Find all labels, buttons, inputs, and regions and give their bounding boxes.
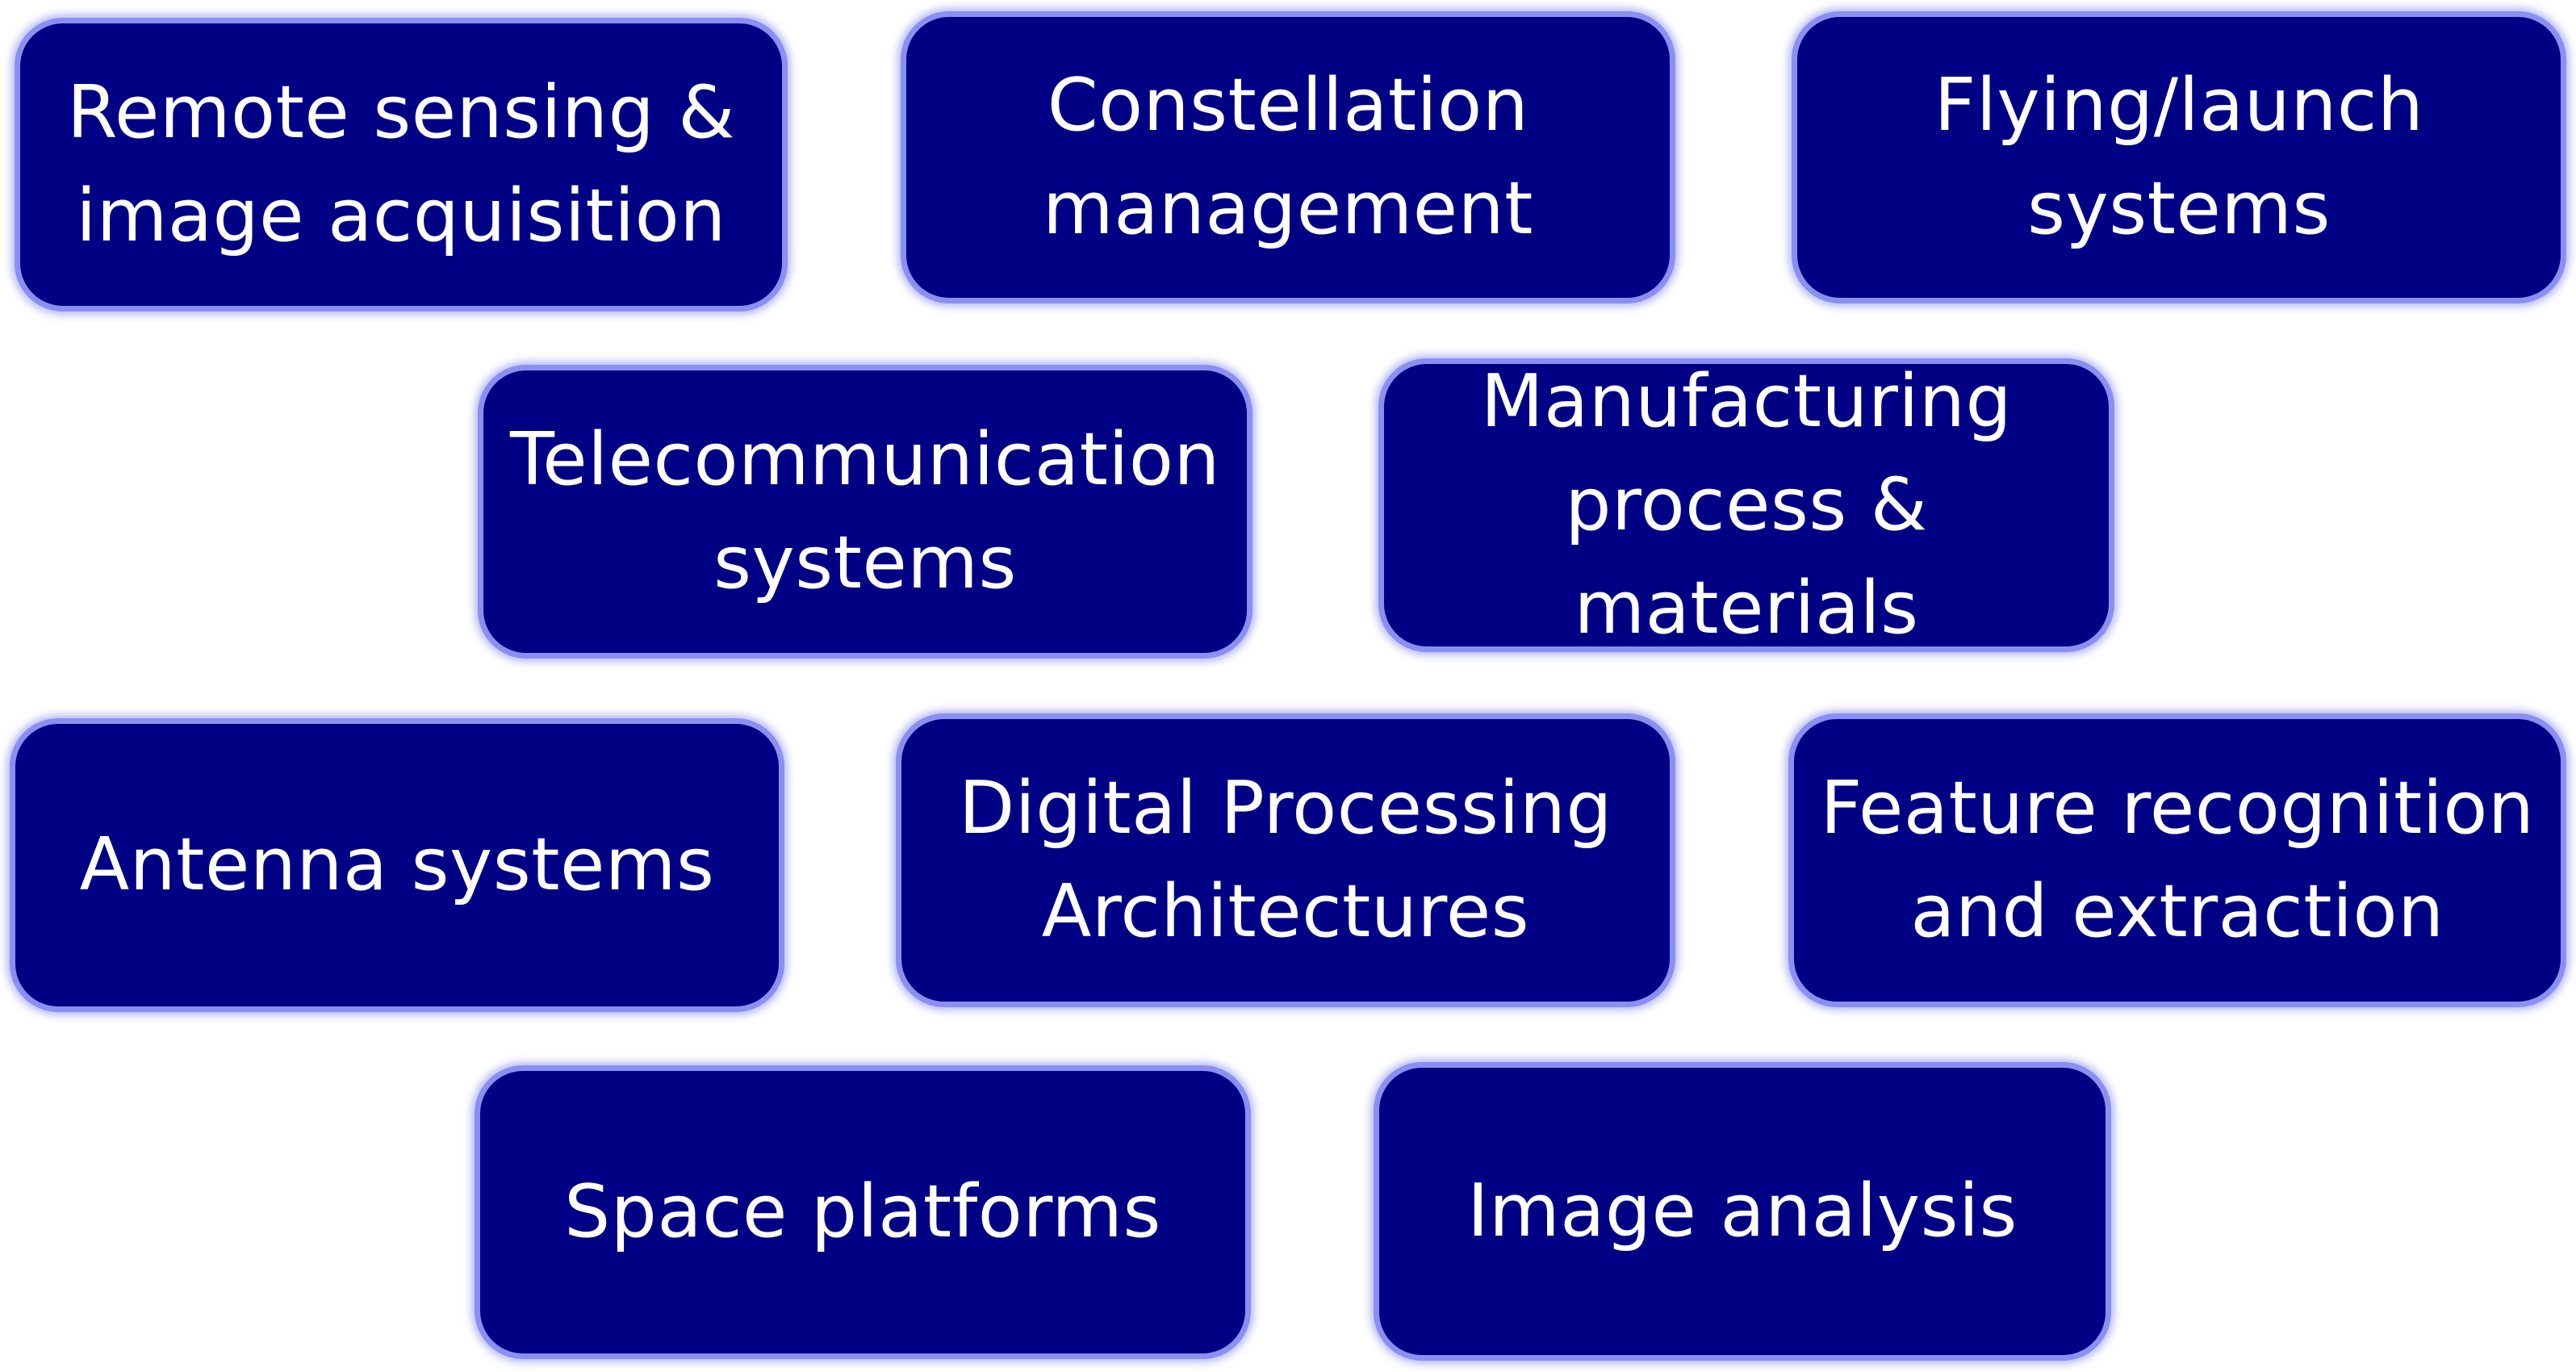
tile-label: Space platforms: [564, 1169, 1161, 1254]
tile-flying-launch-systems: Flying/launch systems: [1792, 11, 2566, 303]
tile-remote-sensing: Remote sensing & image acquisition: [15, 18, 788, 312]
tile-label: Manufacturing process & materials: [1480, 359, 2013, 650]
tile-label: Telecommunication systems: [510, 417, 1220, 605]
tile-telecommunication-systems: Telecommunication systems: [478, 365, 1252, 659]
tile-constellation-management: Constellation management: [901, 11, 1675, 303]
tile-label: Digital Processing Architectures: [958, 766, 1613, 954]
tile-digital-processing: Digital Processing Architectures: [896, 713, 1675, 1007]
tile-label: Image analysis: [1467, 1169, 2018, 1253]
tile-space-platforms: Space platforms: [475, 1065, 1251, 1359]
tile-feature-recognition: Feature recognition and extraction: [1788, 713, 2566, 1007]
tile-image-analysis: Image analysis: [1374, 1062, 2111, 1361]
tile-antenna-systems: Antenna systems: [10, 718, 784, 1012]
tile-label: Antenna systems: [79, 822, 715, 907]
tile-label: Remote sensing & image acquisition: [66, 70, 736, 258]
tile-manufacturing: Manufacturing process & materials: [1378, 358, 2114, 652]
tile-label: Flying/launch systems: [1934, 63, 2424, 251]
tile-label: Feature recognition and extraction: [1820, 766, 2535, 954]
tile-label: Constellation management: [1043, 63, 1533, 251]
